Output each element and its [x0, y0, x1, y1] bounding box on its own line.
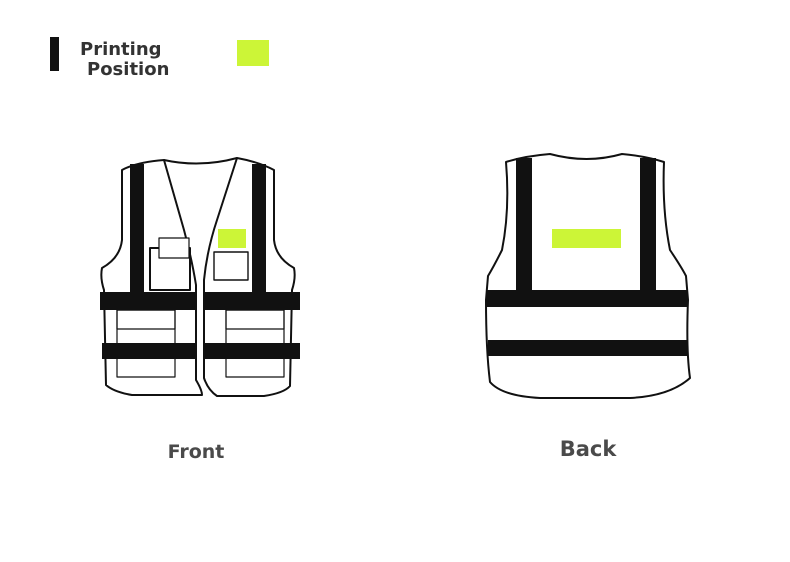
back-upper-print-area: [552, 229, 621, 248]
front-left-pocket-flap: [158, 237, 190, 259]
front-neckline: [163, 157, 238, 165]
front-right-lower-stripe: [204, 343, 300, 359]
title-line-2: Position: [87, 59, 170, 80]
back-panel-outline: [485, 153, 691, 399]
title-accent-bar: [50, 37, 59, 71]
print-area-legend-swatch: [237, 40, 269, 66]
front-left-panel: [100, 159, 203, 396]
front-right-lower-flap: [225, 309, 285, 330]
vest-back-diagram: [485, 153, 691, 399]
front-view-label: Front: [167, 441, 225, 463]
front-left-lower-flap: [116, 309, 176, 330]
back-right-vertical-stripe: [640, 158, 656, 290]
back-left-vertical-stripe: [516, 158, 532, 290]
front-right-upper-stripe: [204, 292, 300, 310]
back-lower-stripe: [488, 340, 688, 356]
back-upper-stripe: [486, 290, 688, 307]
page-title: Printing Position: [80, 40, 169, 80]
front-right-chest-pocket: [213, 251, 249, 281]
front-chest-print-area: [218, 229, 246, 248]
vest-front-diagram: [100, 157, 300, 397]
back-view-label: Back: [559, 437, 617, 461]
front-right-vertical-stripe: [252, 164, 266, 292]
front-left-vertical-stripe: [130, 164, 144, 292]
front-left-upper-stripe: [100, 292, 196, 310]
front-left-lower-stripe: [102, 343, 196, 359]
front-right-panel: [203, 157, 296, 397]
title-line-1: Printing: [80, 39, 162, 60]
